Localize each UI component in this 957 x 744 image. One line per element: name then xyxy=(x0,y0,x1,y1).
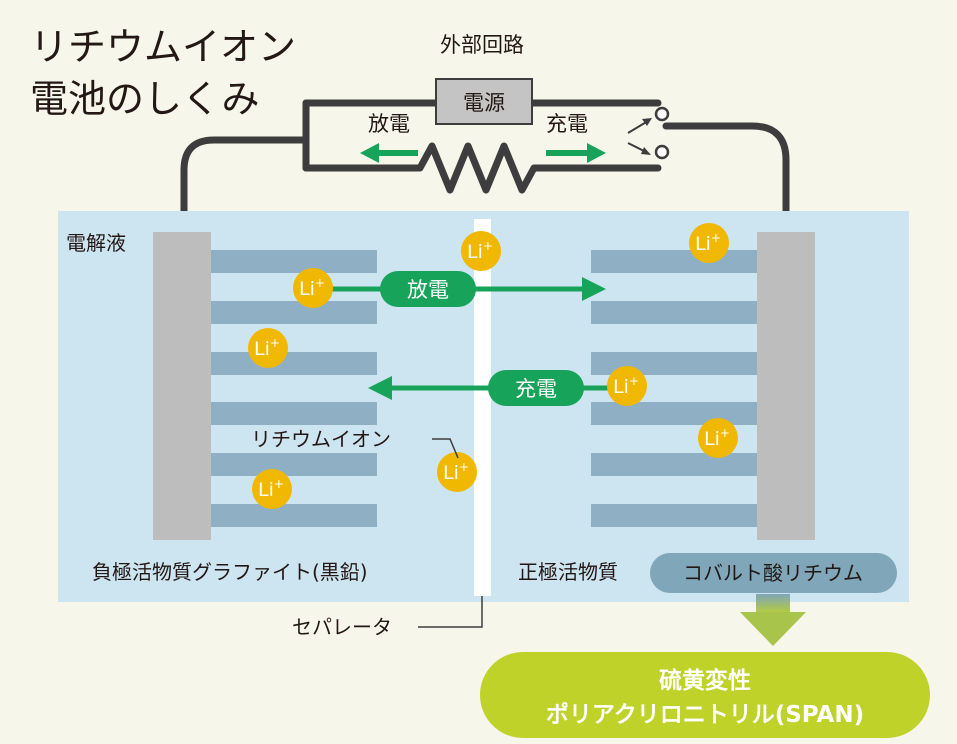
external-circuit-wires xyxy=(180,99,790,236)
lithium-ion-icon: Li+ xyxy=(252,469,292,509)
anode-material-label: 負極活物質グラファイト(黒鉛) xyxy=(92,560,368,584)
cell-discharge-label: 放電 xyxy=(407,278,449,302)
anode-collector xyxy=(153,232,211,540)
span-label-line-1: 硫黄変性 xyxy=(659,667,751,694)
anode-plate xyxy=(211,402,377,425)
separator-label: セパレータ xyxy=(292,615,392,639)
title-line-2: 電池のしくみ xyxy=(30,77,260,121)
cathode-plate xyxy=(591,250,757,273)
cell-discharge-arrow: 放電 xyxy=(330,271,606,307)
replacement-arrow xyxy=(740,594,806,646)
cell-charge-label: 充電 xyxy=(515,377,557,401)
cell-charge-arrow: 充電 xyxy=(368,370,612,406)
span-material-pill xyxy=(480,652,930,738)
resistor-icon xyxy=(302,142,662,194)
anode-plate xyxy=(211,250,377,273)
electrolyte-label: 電解液 xyxy=(66,231,126,255)
cathode-wire xyxy=(662,122,790,236)
cell-discharge-pill xyxy=(380,271,476,307)
circuit-discharge-label: 放電 xyxy=(368,112,410,136)
circuit-charge-label: 充電 xyxy=(546,112,588,136)
lithium-ion-icon: Li+ xyxy=(698,418,738,458)
lithium-ion-icon: Li+ xyxy=(293,268,333,308)
anode-plate xyxy=(211,504,377,527)
cathode-plates xyxy=(591,250,757,527)
circuit-charge-arrow xyxy=(546,143,606,163)
power-source-label: 電源 xyxy=(463,91,505,115)
lithium-ion-icon: Li+ xyxy=(607,366,647,406)
cell-charge-pill xyxy=(488,370,584,406)
cathode-plate xyxy=(591,504,757,527)
cathode-collector xyxy=(757,232,815,540)
cathode-material-name: コバルト酸リチウム xyxy=(683,561,863,585)
anode-plates xyxy=(211,250,377,527)
title-line-1: リチウムイオン xyxy=(30,25,296,69)
cathode-plate xyxy=(591,402,757,425)
separator-callout-line xyxy=(418,596,483,628)
lithium-ion-icon: Li+ xyxy=(437,452,477,492)
lithium-ion-icon: Li+ xyxy=(248,328,288,368)
lithium-ion-icon: Li+ xyxy=(461,231,501,271)
cathode-material-label: 正極活物質 xyxy=(518,560,618,584)
cathode-material-pill xyxy=(650,553,897,593)
lithium-ions: Li+Li+Li+Li+Li+Li+Li+Li+ xyxy=(248,223,738,509)
span-label-line-2: ポリアクリロニトリル(SPAN) xyxy=(546,701,864,728)
switch-icon xyxy=(627,106,670,160)
power-source-box xyxy=(435,78,533,125)
lithium-ion-icon: Li+ xyxy=(689,223,729,263)
external-circuit-label: 外部回路 xyxy=(440,33,524,57)
lithium-ion-callout-label: リチウムイオン xyxy=(251,427,391,451)
anode-plate xyxy=(211,453,377,476)
cathode-plate xyxy=(591,301,757,324)
anode-wire xyxy=(180,136,310,236)
separator xyxy=(474,219,491,596)
circuit-discharge-arrow xyxy=(360,143,418,163)
anode-plate xyxy=(211,352,377,375)
lithium-ion-callout-line xyxy=(432,438,459,459)
cathode-plate xyxy=(591,453,757,476)
anode-plate xyxy=(211,301,377,324)
